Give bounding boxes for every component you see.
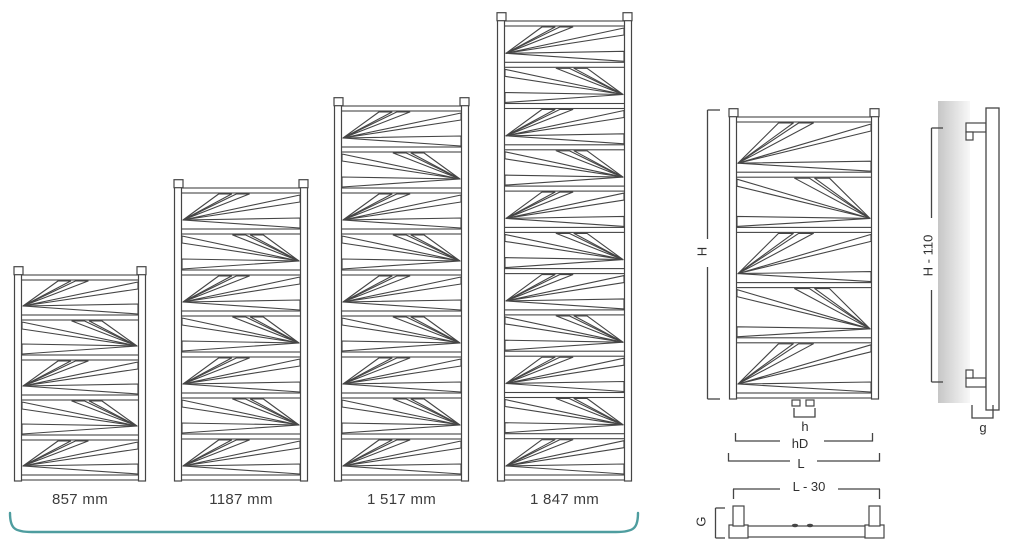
width-dimension-line (727, 453, 881, 462)
connection-dimension-label: h (801, 419, 809, 434)
side-height-dimension-label: H - 110 (920, 234, 936, 277)
width-dimension-label: L (797, 456, 805, 471)
radiator-1517-drawing (333, 97, 470, 482)
bottom-end-collectors (728, 505, 885, 539)
connection-dots (791, 523, 814, 528)
radiator-857-drawing (13, 266, 147, 482)
connection-stubs (791, 399, 815, 407)
front-view-radiator (728, 108, 880, 400)
height-dimension-label: H (694, 246, 710, 257)
wall-gap-dimension-label: g (979, 420, 987, 435)
depth-dimension-bracket (714, 507, 725, 539)
side-view-drawing (930, 101, 1000, 419)
size-range-bracket (8, 511, 640, 534)
radiator-side-profile (985, 107, 1000, 411)
radiator-857-label: 857 mm (52, 491, 108, 508)
hd-dimension-label: hD (791, 436, 809, 451)
radiator-1187-drawing (173, 179, 309, 482)
radiator-1847-label: 1 847 mm (529, 491, 600, 508)
radiator-1187-label: 1187 mm (209, 491, 273, 508)
radiator-bottom-profile (732, 525, 881, 538)
bottom-width-dimension-label: L - 30 (792, 479, 826, 494)
height-dimension-bracket (706, 109, 720, 400)
wall-surface (938, 101, 970, 403)
radiator-1517-label: 1 517 mm (366, 491, 437, 508)
wall-brackets (965, 122, 987, 388)
bottom-width-dimension-line (732, 488, 881, 499)
depth-dimension-label: G (693, 516, 709, 527)
wall-gap-dimension-bracket (971, 405, 994, 419)
side-height-dimension-bracket (930, 127, 943, 383)
hd-dimension-line (734, 433, 874, 442)
connection-dimension-bracket (793, 408, 816, 418)
radiator-1847-drawing (496, 12, 633, 482)
front-view-drawing (706, 108, 881, 462)
bottom-view-drawing (714, 488, 885, 539)
